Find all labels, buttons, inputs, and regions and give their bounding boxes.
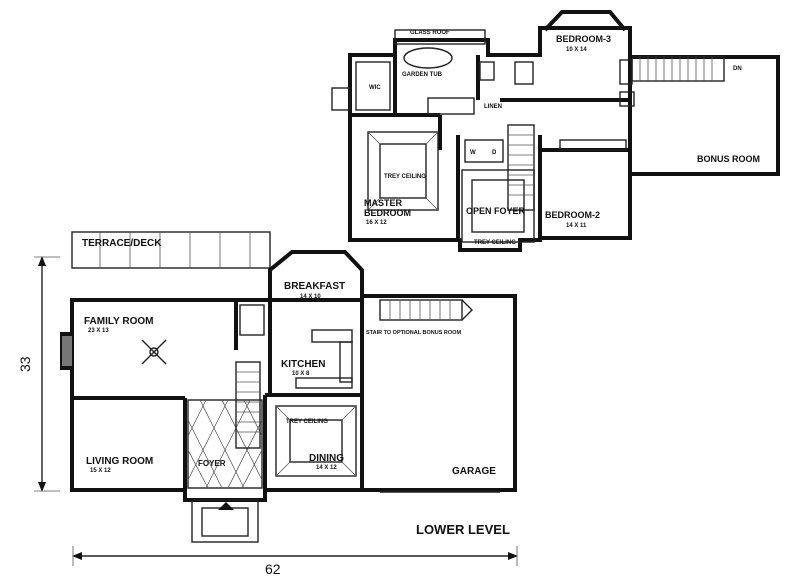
garden-tub-icon bbox=[403, 47, 453, 69]
family-room-size: 23 X 13 bbox=[88, 328, 109, 334]
garden-tub-label: GARDEN TUB bbox=[402, 72, 443, 78]
terrace-deck-label: TERRACE/DECK bbox=[82, 238, 162, 249]
master-title-line2: BEDROOM bbox=[364, 208, 411, 218]
master-trey-ceiling-label: TREY CEILING bbox=[384, 174, 426, 180]
kitchen-title: KITCHEN bbox=[281, 359, 325, 370]
dryer-label: D bbox=[492, 150, 497, 156]
glass-roof-label: GLASS ROOF bbox=[410, 30, 450, 36]
dn-label: DN bbox=[733, 66, 742, 72]
open-foyer-title: OPEN FOYER bbox=[466, 206, 526, 216]
bonus-stair bbox=[631, 56, 725, 82]
washer-label: W bbox=[470, 150, 476, 156]
dimension-width bbox=[72, 546, 518, 566]
terrace-deck-area bbox=[71, 231, 271, 269]
linen-label: LINEN bbox=[484, 104, 502, 110]
family-room-title: FAMILY ROOM bbox=[84, 316, 153, 327]
upper-outer-walls bbox=[348, 26, 632, 252]
dimension-height bbox=[34, 256, 60, 492]
bedroom3-title: BEDROOM-3 bbox=[556, 34, 611, 44]
upper-level-plan bbox=[331, 10, 780, 252]
foyer-tile-pattern bbox=[187, 399, 263, 489]
bonus-room-title: BONUS ROOM bbox=[697, 154, 760, 164]
terrace-deck-boards bbox=[99, 232, 251, 268]
foyer-label: FOYER bbox=[198, 459, 226, 468]
bonus-stair-lower bbox=[379, 299, 473, 321]
dining-title: DINING bbox=[309, 453, 344, 464]
breakfast-bay bbox=[268, 250, 364, 300]
breakfast-title: BREAKFAST bbox=[284, 281, 345, 292]
master-size: 16 X 12 bbox=[366, 220, 387, 226]
ceiling-fan-icon bbox=[141, 339, 167, 365]
lower-level-label: LOWER LEVEL bbox=[416, 522, 510, 537]
master-title-line1: MASTER bbox=[364, 198, 403, 208]
glass-roof-outline bbox=[394, 29, 486, 45]
kitchen-size: 10 X 8 bbox=[292, 371, 310, 377]
garage-title: GARAGE bbox=[452, 466, 496, 477]
foyer-trey-ceiling-label: TREY CEILING bbox=[474, 240, 516, 246]
width-dimension-label: 62 bbox=[265, 561, 281, 577]
bedroom3-bay bbox=[543, 10, 627, 32]
living-room-size: 15 X 12 bbox=[90, 468, 111, 474]
wic-label: WIC bbox=[369, 85, 381, 91]
bedroom2-title: BEDROOM-2 bbox=[545, 210, 600, 220]
breakfast-size: 14 X 10 bbox=[300, 294, 321, 300]
dining-size: 14 X 12 bbox=[316, 465, 337, 471]
living-room-title: LIVING ROOM bbox=[86, 456, 153, 467]
foyer-stair bbox=[235, 361, 261, 449]
upper-stair bbox=[507, 124, 535, 211]
front-porch bbox=[191, 499, 259, 543]
height-dimension-label: 33 bbox=[17, 356, 33, 372]
lower-level-plan bbox=[60, 231, 517, 543]
stair-note: STAIR TO OPTIONAL BONUS ROOM bbox=[366, 330, 461, 336]
bedroom2-size: 14 X 11 bbox=[566, 223, 587, 229]
dining-trey-ceiling-label: TREY CEILING bbox=[286, 419, 328, 425]
bedroom3-size: 10 X 14 bbox=[566, 47, 587, 53]
